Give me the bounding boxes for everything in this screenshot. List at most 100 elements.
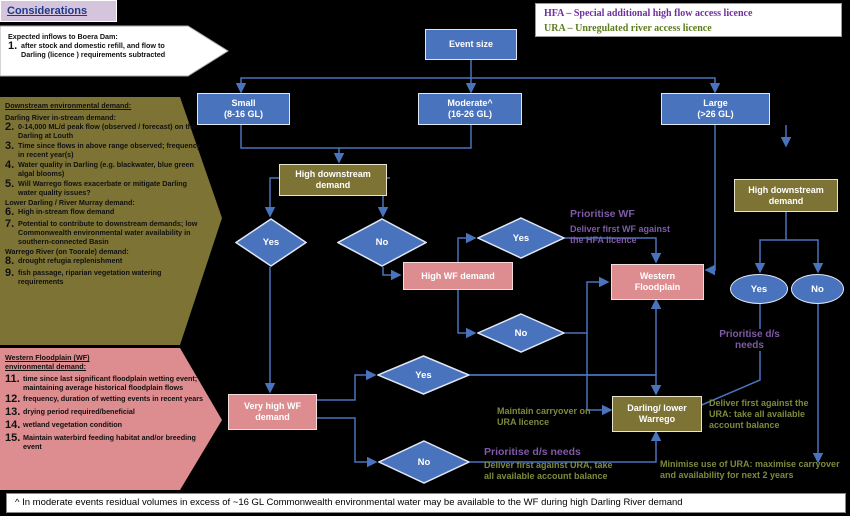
downstream-instream-item-number: 2. [5,121,15,133]
no-right-oval: No [791,274,844,304]
edge-hwf-no [457,290,477,339]
western-item-text: Maintain waterbird feeding habitat and/o… [23,433,196,451]
downstream-sub3: Warrego River (on Toorale) demand: [5,247,129,256]
deliver-ura-right-note: Deliver first against the URA: take all … [709,398,809,430]
western-item-number: 12. [5,393,21,405]
edge-yeslow-darling [470,374,662,396]
inflows-header: Expected inflows to Boera Dam: [8,32,118,41]
left-panels-bg [0,25,229,490]
yes-low-diamond-label: Yes [415,369,432,381]
edge-no-hwf [382,267,402,281]
downstream-instream-item-text: Time since flows in above range observed… [18,141,201,159]
downstream-panel: Downstream environmental demand: Darling… [5,101,205,287]
yes-low-diamond: Yes [377,355,470,395]
edge-vhwf-no [317,417,378,468]
western-item-text: wetland vegetation condition [23,420,123,429]
legend-ura: URA – Unregulated river access licence [544,23,712,34]
western-item-text: time since last significant floodplain w… [23,374,198,392]
western-item: 12.frequency, duration of wetting events… [5,394,205,405]
inflows-item-number: 1. [8,40,18,52]
downstream-murray-item: 7.Potential to contribute to downstream … [5,218,205,247]
western-panel: Western Floodplain (WF) environmental de… [5,353,205,453]
western-item: 14.wetland vegetation condition [5,420,205,431]
minimise-ura-note: Minimise use of URA: maximise carryover … [660,459,840,480]
high-wf-demand-box: High WF demand [403,262,513,290]
no-diamond-1-label: No [375,237,389,248]
downstream-instream-item-number: 4. [5,159,15,171]
downstream-instream-item-text: 0-14,000 ML/d peak flow (observed / fore… [18,122,197,140]
edge-vhwf-yes [317,369,377,401]
downstream-warrego-item-number: 8. [5,255,15,267]
small-box: Small (8-16 GL) [197,93,290,125]
edge-hdsr-no [786,239,824,274]
downstream-instream-item: 2.0-14,000 ML/d peak flow (observed / fo… [5,121,205,141]
downstream-warrego-item: 8.drought refugia replenishment [5,256,205,267]
western-item: 11.time since last significant floodplai… [5,373,205,393]
downstream-instream-item-number: 5. [5,178,15,190]
downstream-sub2: Lower Darling / River Murray demand: [5,198,135,207]
edge-moderate-hds [339,125,472,149]
no-mid-diamond-label: No [514,327,528,339]
western-item: 15.Maintain waterbird feeding habitat an… [5,432,205,452]
downstream-murray-item-text: High in-stream flow demand [18,207,115,216]
large-box: Large (>26 GL) [661,93,770,125]
edge-small-hds [240,125,345,164]
downstream-murray-item: 6.High in-stream flow demand [5,207,205,218]
western-item: 13.drying period required/beneficial [5,407,205,418]
edge-nomid-wf [565,276,610,334]
no-diamond-1: No [337,218,427,267]
moderate-box: Moderate^ (16-26 GL) [418,93,522,125]
edge-yesr-darling [688,303,761,412]
western-header: Western Floodplain (WF) environmental de… [5,353,90,371]
downstream-warrego-item-text: drought refugia replenishment [18,256,123,265]
event-size-box: Event size [425,29,517,60]
deliver-ura-low-note: Deliver first against URA, take all avai… [484,460,613,481]
downstream-murray-item-number: 7. [5,218,15,230]
western-item-number: 13. [5,406,21,418]
yes-top-diamond-label: Yes [512,232,530,244]
downstream-murray-item-text: Potential to contribute to downstream de… [18,219,198,246]
inflows-item-text: after stock and domestic refill, and flo… [21,41,166,59]
western-item-text: drying period required/beneficial [23,407,135,416]
no-low-diamond-label: No [417,456,431,468]
downstream-instream-item-text: Will Warrego flows exacerbate or mitigat… [18,179,188,197]
downstream-murray-item-number: 6. [5,206,15,218]
edge-nomid-darling [586,333,613,416]
downstream-instream-item: 4.Water quality in Darling (e.g. blackwa… [5,159,205,179]
edge-large-wf [704,125,716,276]
western-item-number: 11. [5,373,20,385]
page-title: Considerations [0,0,117,22]
high-downstream-right-box: High downstream demand [734,179,838,212]
edge-nolow-darling [470,430,662,463]
downstream-warrego-item: 9.fish passage, riparian vegetation wate… [5,267,205,287]
downstream-instream-item-number: 3. [5,140,15,152]
downstream-warrego-item-number: 9. [5,267,15,279]
yes-diamond-1: Yes [235,218,307,267]
edge-yestop-wf [565,237,662,264]
prioritise-wf-sub-note: Deliver first WF against the HFA licence [570,224,671,245]
yes-diamond-1-label: Yes [262,237,280,248]
no-low-diamond: No [378,440,470,484]
downstream-instream-item-text: Water quality in Darling (e.g. blackwate… [18,160,194,178]
western-floodplain-box: Western Floodplain [611,264,704,300]
very-high-wf-box: Very high WF demand [228,394,317,430]
maintain-carryover-note: Maintain carryover on URA licence [497,406,591,427]
legend: HFA – Special additional high flow acces… [535,3,842,37]
downstream-warrego-item-text: fish passage, riparian vegetation wateri… [18,268,162,286]
prioritise-wf-note: Prioritise WF [570,208,635,220]
downstream-instream-item: 3.Time since flows in above range observ… [5,140,205,160]
edge-hdsr-yes [754,212,787,274]
downstream-instream-item: 5.Will Warrego flows exacerbate or mitig… [5,178,205,198]
legend-hfa: HFA – Special additional high flow acces… [544,8,753,19]
high-downstream-left-box: High downstream demand [279,164,387,196]
footer-note: ^ In moderate events residual volumes in… [6,493,846,513]
prioritise-ds-right-note: Prioritise d/s needs [712,329,787,351]
darling-lower-warrego-box: Darling/ lower Warrego [612,396,702,432]
downstream-header: Downstream environmental demand: [5,101,132,110]
western-item-number: 15. [5,432,21,444]
edge-event-small [235,60,472,94]
western-item-number: 14. [5,419,21,431]
no-mid-diamond: No [477,313,565,353]
yes-top-diamond: Yes [477,217,565,259]
